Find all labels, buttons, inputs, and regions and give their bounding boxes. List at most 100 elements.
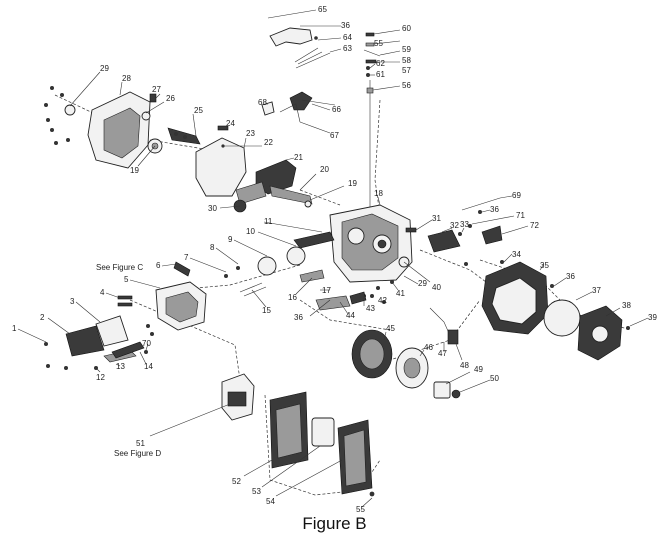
part-label-30: 30: [208, 204, 217, 213]
part-label-11: 11: [264, 217, 273, 226]
part-label-1: 1: [12, 324, 17, 333]
part-label-40: 40: [432, 283, 441, 292]
screw-part-36: [314, 36, 318, 40]
part-label-65: 65: [318, 5, 327, 14]
part-label-31: 31: [432, 214, 441, 223]
part-label-23: 23: [246, 129, 255, 138]
pin-part-62: [366, 66, 370, 70]
part-label-5: 5: [124, 275, 129, 284]
bolt-part-39: [626, 326, 630, 330]
part-label-13: 13: [116, 362, 125, 371]
part-label-55-top: 55: [374, 39, 383, 48]
part-label-34: 34: [512, 250, 521, 259]
valve-cover-part-2: [65, 325, 105, 357]
starter-cup-part-49: [433, 381, 451, 399]
bolt-part-60: [365, 32, 375, 37]
part-label-4: 4: [100, 288, 105, 297]
part-label-54: 54: [266, 497, 275, 506]
part-label-19: 19: [130, 166, 139, 175]
part-label-17: 17: [322, 286, 331, 295]
part-label-45: 45: [386, 324, 395, 333]
fan-housing-assembly: [481, 261, 630, 361]
part-label-68: 68: [258, 98, 267, 107]
crankcase-cover-assembly: [44, 86, 201, 169]
part-label-16: 16: [288, 293, 297, 302]
part-label-61: 61: [376, 70, 385, 79]
screw-part-36b: [550, 284, 554, 288]
solenoid-part-72: [481, 225, 503, 245]
part-label-35: 35: [540, 261, 549, 270]
gasket-part-3: [95, 315, 129, 347]
part-label-20: 20: [320, 165, 329, 174]
part-label-22: 22: [264, 138, 273, 147]
washer-part-61: [366, 73, 370, 77]
part-label-7: 7: [184, 253, 189, 262]
link-part-67: [279, 103, 301, 123]
leader-lines: [17, 9, 649, 508]
bolt-part-1: [44, 342, 48, 346]
part-label-50: 50: [490, 374, 499, 383]
part-label-18: 18: [374, 189, 383, 198]
part-label-2: 2: [40, 313, 45, 322]
part-label-21: 21: [294, 153, 303, 162]
starter-motor-assembly: [398, 197, 504, 268]
part-label-72: 72: [530, 221, 539, 230]
plug-part-27: [149, 93, 157, 103]
bracket-part-68: [261, 101, 275, 116]
camshaft-valve-assembly: [173, 231, 386, 311]
part-label-37: 37: [592, 286, 601, 295]
spring-part-64: [294, 47, 323, 65]
screw-part-71: [468, 224, 472, 228]
part-label-33: 33: [460, 220, 469, 229]
part-label-3: 3: [70, 297, 75, 306]
starter-part-32: [427, 229, 461, 253]
nut-part-50: [451, 389, 461, 399]
plate-part-43: [349, 291, 367, 305]
part-label-43: 43: [366, 304, 375, 313]
carburetor-part-51: [221, 373, 255, 421]
crankshaft-assembly: [195, 125, 313, 213]
figure-caption: Figure B: [302, 514, 367, 533]
part-label-47: 47: [438, 349, 447, 358]
part-label-42: 42: [378, 296, 387, 305]
air-cleaner-assembly: [269, 391, 375, 497]
nut-part-55b: [369, 491, 375, 497]
ignition-coil-part-48: [447, 329, 459, 345]
tappet-part-16: [299, 269, 325, 283]
part-label-29: 29: [100, 64, 109, 73]
governor-arm-part-66: [289, 91, 313, 111]
pin-part-22: [221, 144, 225, 148]
part-label-62: 62: [376, 59, 385, 68]
pin-part-8: [236, 266, 240, 270]
part-label-58: 58: [402, 56, 411, 65]
part-number-labels: 1 2 3 4 5 6 7 8 9 10 11 12 13 14 15 16 1…: [12, 5, 657, 514]
part-label-60: 60: [402, 24, 411, 33]
gasket-part-37: [543, 299, 581, 337]
part-label-6: 6: [156, 261, 161, 270]
bolt-part-4: [117, 295, 133, 300]
lever-part-14: [111, 341, 145, 359]
oring-part-26: [141, 111, 151, 121]
part-label-71: 71: [516, 211, 525, 220]
pin-part-70: [144, 350, 148, 354]
gear-part-10: [286, 246, 306, 266]
part-label-53: 53: [252, 487, 261, 496]
part-label-66: 66: [332, 105, 341, 114]
lever-part-58: [365, 59, 377, 64]
spring-part-59: [363, 49, 381, 57]
see-figure-d-label: See Figure D: [114, 449, 161, 458]
part-label-24: 24: [226, 119, 235, 128]
crankcase-block-part-18: [329, 204, 413, 283]
part-label-32: 32: [450, 221, 459, 230]
bolt-part-31: [405, 227, 417, 233]
pushrods-part-15: [239, 282, 267, 297]
part-label-52: 52: [232, 477, 241, 486]
part-label-28: 28: [122, 74, 131, 83]
part-label-48: 48: [460, 361, 469, 370]
part-label-26: 26: [166, 94, 175, 103]
part-label-25: 25: [194, 106, 203, 115]
spark-plug-part-6: [173, 261, 191, 277]
part-label-70: 70: [142, 339, 151, 348]
see-figure-c-label: See Figure C: [96, 263, 143, 272]
